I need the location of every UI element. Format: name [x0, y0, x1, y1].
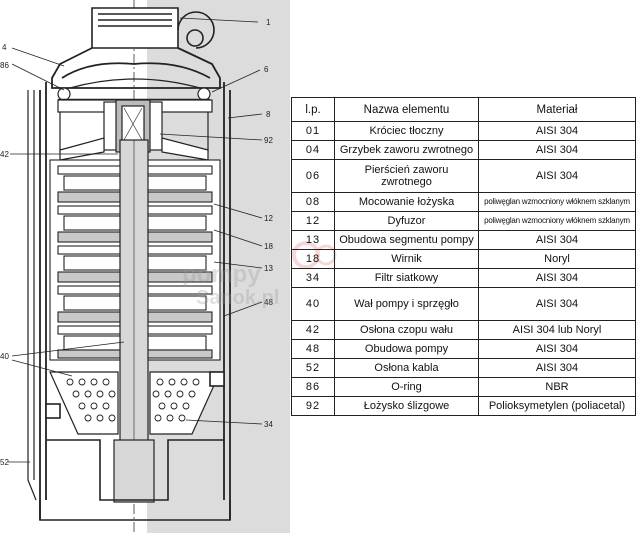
callout-12: 12	[264, 214, 273, 223]
cell-name: Mocowanie łożyska	[334, 192, 479, 212]
callout-leaders	[8, 17, 263, 463]
table-row: 18 Wirnik Noryl	[291, 249, 636, 269]
watermark-line1: pompy	[182, 261, 261, 288]
cell-material: poliwęglan wzmocniony włóknem szklanym	[478, 211, 636, 231]
suction-filter	[49, 371, 221, 435]
callout-4: 4	[2, 43, 7, 52]
pump-shaft	[113, 139, 155, 503]
cell-material: AISI 304	[478, 287, 636, 321]
upper-housing	[39, 47, 231, 520]
watermark-line2: Sanok.pl	[196, 287, 279, 309]
cell-num: 40	[291, 287, 335, 321]
cell-num: 04	[291, 140, 335, 160]
table-row: 86 O-ring NBR	[291, 377, 636, 397]
cell-num: 48	[291, 339, 335, 359]
cell-name: Wał pompy i sprzęgło	[334, 287, 479, 321]
cell-num: 34	[291, 268, 335, 288]
callout-13: 13	[264, 264, 273, 273]
callout-8: 8	[266, 110, 271, 119]
cell-material: AISI 304	[478, 230, 636, 250]
cell-name: Pierścień zaworu zwrotnego	[334, 159, 479, 193]
table-row: 08 Mocowanie łożyska poliwęglan wzmocnio…	[291, 192, 636, 212]
cell-num: 42	[291, 320, 335, 340]
cell-material: AISI 304	[478, 339, 636, 359]
header-name: Nazwa elementu	[334, 97, 479, 122]
callout-86: 86	[0, 61, 9, 70]
cell-name: Grzybek zaworu zwrotnego	[334, 140, 479, 160]
table-header-row: l.p. Nazwa elementu Materiał	[291, 97, 636, 122]
callout-40: 40	[0, 352, 9, 361]
table-row: 92 Łożysko ślizgowe Polioksymetylen (pol…	[291, 396, 636, 416]
cell-num: 13	[291, 230, 335, 250]
cell-num: 12	[291, 211, 335, 231]
cell-num: 92	[291, 396, 335, 416]
cell-material: poliwęglan wzmocniony włóknem szklanym	[478, 192, 636, 212]
table-row: 12 Dyfuzor poliwęglan wzmocniony włóknem…	[291, 211, 636, 231]
cell-num: 18	[291, 249, 335, 269]
cell-name: Wirnik	[334, 249, 479, 269]
callout-34: 34	[264, 420, 273, 429]
callout-52: 52	[0, 458, 9, 467]
cell-material: Polioksymetylen (poliacetal)	[478, 396, 636, 416]
callout-48: 48	[264, 298, 273, 307]
table-row: 13 Obudowa segmentu pompy AISI 304	[291, 230, 636, 250]
cell-material: AISI 304	[478, 140, 636, 160]
cell-material: AISI 304	[478, 268, 636, 288]
cell-name: Osłona czopu wału	[334, 320, 479, 340]
cell-num: 52	[291, 358, 335, 378]
callout-92: 92	[264, 136, 273, 145]
table-row: 04 Grzybek zaworu zwrotnego AISI 304	[291, 140, 636, 160]
cell-name: Osłona kabla	[334, 358, 479, 378]
callout-18: 18	[264, 242, 273, 251]
header-material: Materiał	[478, 97, 636, 122]
cell-material: AISI 304	[478, 121, 636, 141]
callout-42: 42	[0, 150, 9, 159]
table-row: 06 Pierścień zaworu zwrotnego AISI 304	[291, 159, 636, 193]
cell-num: 01	[291, 121, 335, 141]
cell-name: Dyfuzor	[334, 211, 479, 231]
cell-num: 06	[291, 159, 335, 193]
cell-name: Króciec tłoczny	[334, 121, 479, 141]
table-row: 52 Osłona kabla AISI 304	[291, 358, 636, 378]
table-row: 01 Króciec tłoczny AISI 304	[291, 121, 636, 141]
table-row: 48 Obudowa pompy AISI 304	[291, 339, 636, 359]
table-row: 40 Wał pompy i sprzęgło AISI 304	[291, 287, 636, 321]
cell-material: AISI 304 lub Noryl	[478, 320, 636, 340]
cell-num: 86	[291, 377, 335, 397]
table-row: 42 Osłona czopu wału AISI 304 lub Noryl	[291, 320, 636, 340]
cell-material: Noryl	[478, 249, 636, 269]
cell-name: Obudowa pompy	[334, 339, 479, 359]
callout-6: 6	[264, 65, 269, 74]
watermark-logo: pompy Sanok.pl	[182, 261, 279, 309]
cable-guard	[27, 90, 37, 501]
cell-name: Obudowa segmentu pompy	[334, 230, 479, 250]
table-row: 34 Filtr siatkowy AISI 304	[291, 268, 636, 288]
cell-material: NBR	[478, 377, 636, 397]
parts-table: l.p. Nazwa elementu Materiał 01 Króciec …	[291, 97, 636, 416]
lower-housing	[39, 371, 231, 521]
cell-num: 08	[291, 192, 335, 212]
pump-cross-section-drawing: 1 4 86 6 8 92 42 12 18 13 48 40 34 52 po…	[0, 0, 290, 533]
cell-material: AISI 304	[478, 159, 636, 193]
header-lp: l.p.	[291, 97, 335, 122]
cell-name: O-ring	[334, 377, 479, 397]
cell-name: Filtr siatkowy	[334, 268, 479, 288]
callout-1: 1	[266, 18, 271, 27]
cell-name: Łożysko ślizgowe	[334, 396, 479, 416]
cell-material: AISI 304	[478, 358, 636, 378]
